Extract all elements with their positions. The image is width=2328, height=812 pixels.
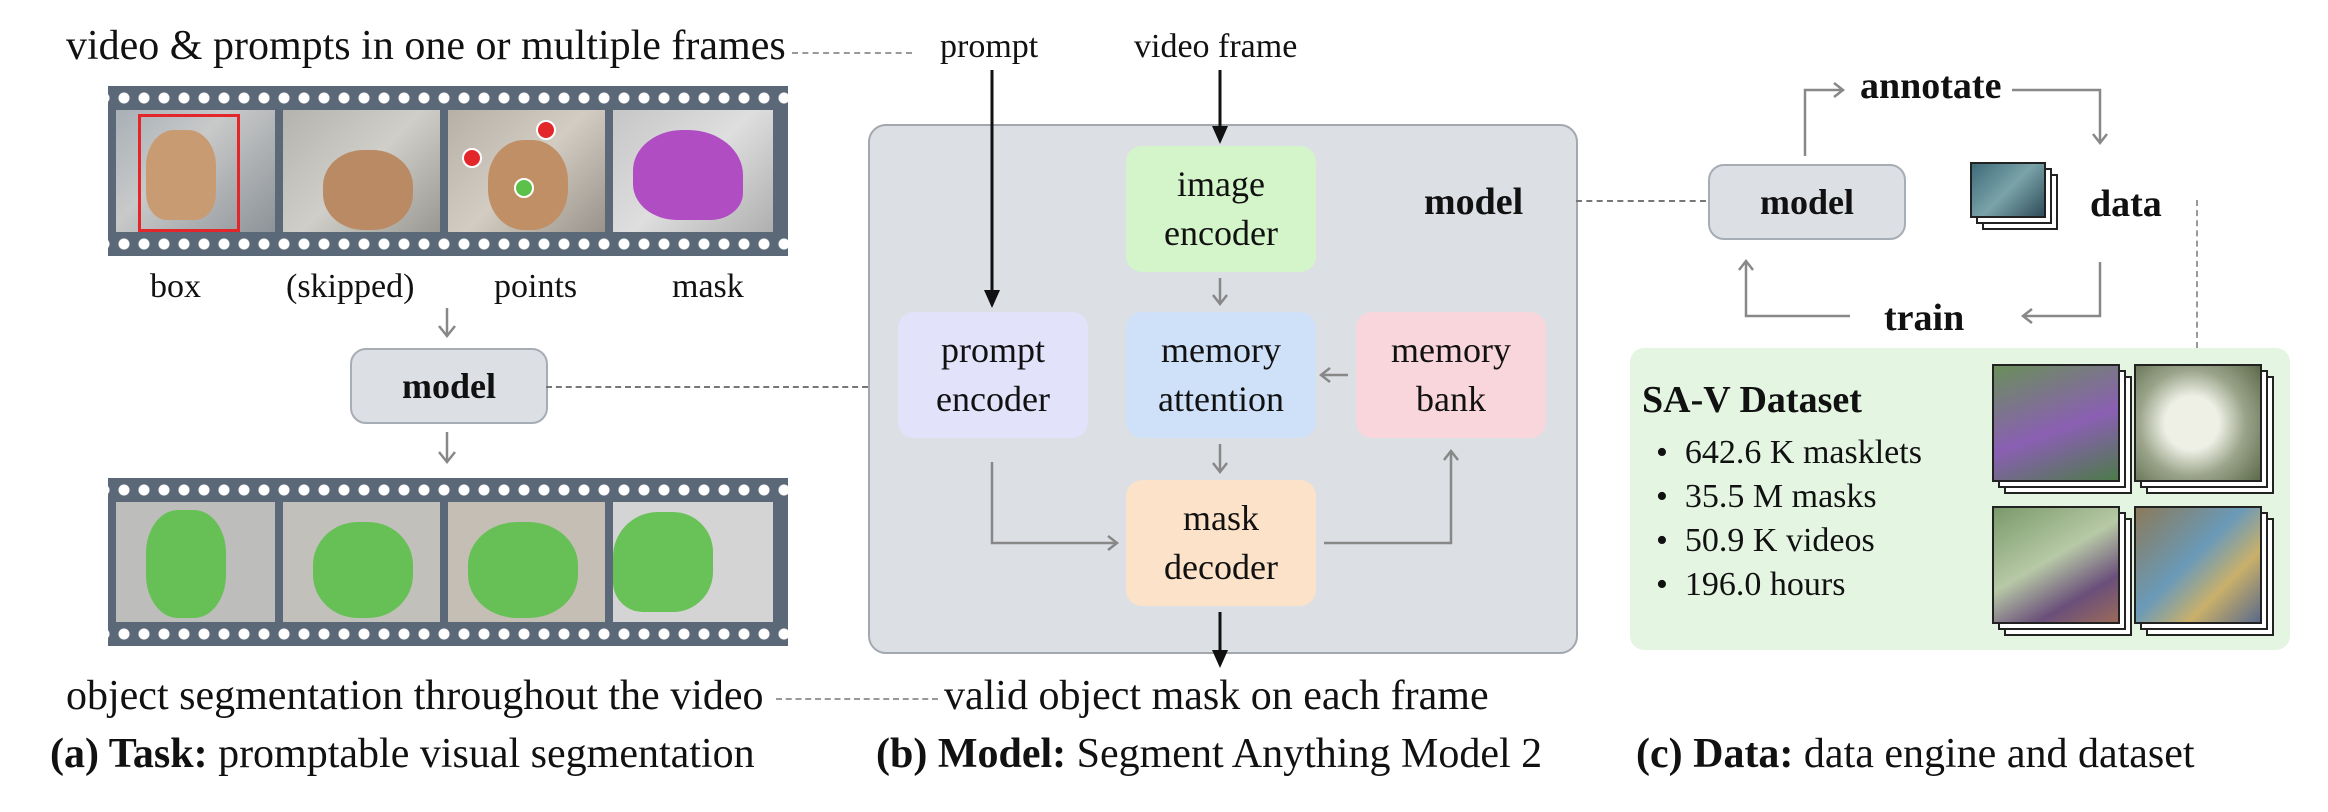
dashed-connector-top	[792, 52, 912, 54]
frame-mask	[613, 110, 773, 232]
arrow-data-to-train	[2020, 262, 2102, 324]
frame-skipped	[283, 110, 440, 232]
panel-c-caption-prefix: (c) Data:	[1636, 731, 1794, 777]
arrow-decoder-to-bank	[1324, 448, 1459, 545]
positive-point-icon	[514, 178, 534, 198]
panel-a-model-box: model	[350, 348, 548, 424]
train-label: train	[1884, 297, 1965, 339]
negative-point-icon	[462, 148, 482, 168]
dataset-stat-masklets: • 642.6 K masklets	[1656, 434, 1922, 471]
image-encoder-box: image encoder	[1126, 146, 1316, 272]
arrow-image-encoder-to-attention	[1212, 278, 1228, 307]
prompt-encoder-box: prompt encoder	[898, 312, 1088, 438]
arrow-prompt-encoder-to-decoder	[990, 462, 1120, 551]
arrow-frame-input-head	[1212, 126, 1228, 144]
panel-b-caption: (b) Model: Segment Anything Model 2	[876, 730, 1542, 778]
annotate-label: annotate	[1860, 65, 2002, 107]
panel-a-top-label: video & prompts in one or multiple frame…	[66, 23, 786, 69]
segmented-frame-1	[116, 502, 275, 622]
panel-c-caption-text: data engine and dataset	[1803, 731, 2195, 777]
dataset-stat-masks: • 35.5 M masks	[1656, 478, 1877, 515]
panel-a-caption: (a) Task: promptable visual segmentation	[50, 730, 755, 778]
input-prompt-label: prompt	[940, 28, 1039, 65]
segmented-frame-2	[283, 502, 440, 622]
frame-label-points: points	[494, 268, 578, 305]
arrow-attention-to-decoder	[1212, 444, 1228, 475]
arrow-prompt-input-head	[984, 290, 1000, 308]
data-thumbnail-stack	[1970, 162, 2060, 230]
dashed-connector-dataset	[2196, 200, 2198, 348]
frame-box	[116, 110, 275, 232]
panel-a-caption-prefix: (a) Task:	[50, 731, 208, 777]
input-frame-label: video frame	[1134, 28, 1298, 65]
frame-label-skipped: (skipped)	[286, 268, 415, 305]
segmented-frame-4	[613, 502, 773, 622]
arrow-bank-to-attention	[1318, 367, 1348, 383]
panel-a-bottom-label: object segmentation throughout the video	[66, 673, 764, 719]
memory-attention-box: memory attention	[1126, 312, 1316, 438]
dataset-stat-hours: • 196.0 hours	[1656, 566, 1846, 603]
panel-c-caption: (c) Data: data engine and dataset	[1636, 730, 2195, 778]
arrow-model-to-output	[438, 432, 456, 465]
dataset-thumbnail-2	[2134, 364, 2274, 494]
output-label: valid object mask on each frame	[944, 673, 1489, 719]
data-label: data	[2090, 183, 2162, 225]
frame-label-box: box	[150, 268, 201, 305]
film-strip-bottom	[108, 478, 788, 646]
model-title: model	[1424, 181, 1524, 223]
dashed-connector-engine	[1576, 200, 1706, 202]
arrow-frames-to-model	[438, 308, 456, 339]
arrow-model-to-annotate	[1803, 82, 1846, 156]
panel-c-model-box: model	[1708, 164, 1906, 240]
dataset-thumbnail-1	[1992, 364, 2132, 494]
bounding-box	[138, 114, 240, 232]
dashed-connector-bottom	[776, 698, 938, 700]
panel-b-caption-prefix: (b) Model:	[876, 731, 1067, 777]
film-strip-top	[108, 86, 788, 256]
frame-points	[448, 110, 605, 232]
dataset-title: SA-V Dataset	[1642, 379, 1862, 421]
arrow-train-to-model	[1738, 258, 1850, 318]
dataset-stat-videos: • 50.9 K videos	[1656, 522, 1875, 559]
memory-bank-box: memory bank	[1356, 312, 1546, 438]
arrow-output-head	[1212, 650, 1228, 668]
frame-label-mask: mask	[672, 268, 744, 305]
panel-b-caption-text: Segment Anything Model 2	[1076, 731, 1543, 777]
negative-point-icon	[536, 120, 556, 140]
arrow-annotate-to-data	[2012, 88, 2108, 146]
dataset-thumbnail-4	[2134, 506, 2274, 636]
dashed-connector-model	[546, 386, 868, 388]
segmented-frame-3	[448, 502, 605, 622]
panel-a-caption-text: promptable visual segmentation	[218, 731, 755, 777]
dataset-thumbnail-3	[1992, 506, 2132, 636]
mask-decoder-box: mask decoder	[1126, 480, 1316, 606]
